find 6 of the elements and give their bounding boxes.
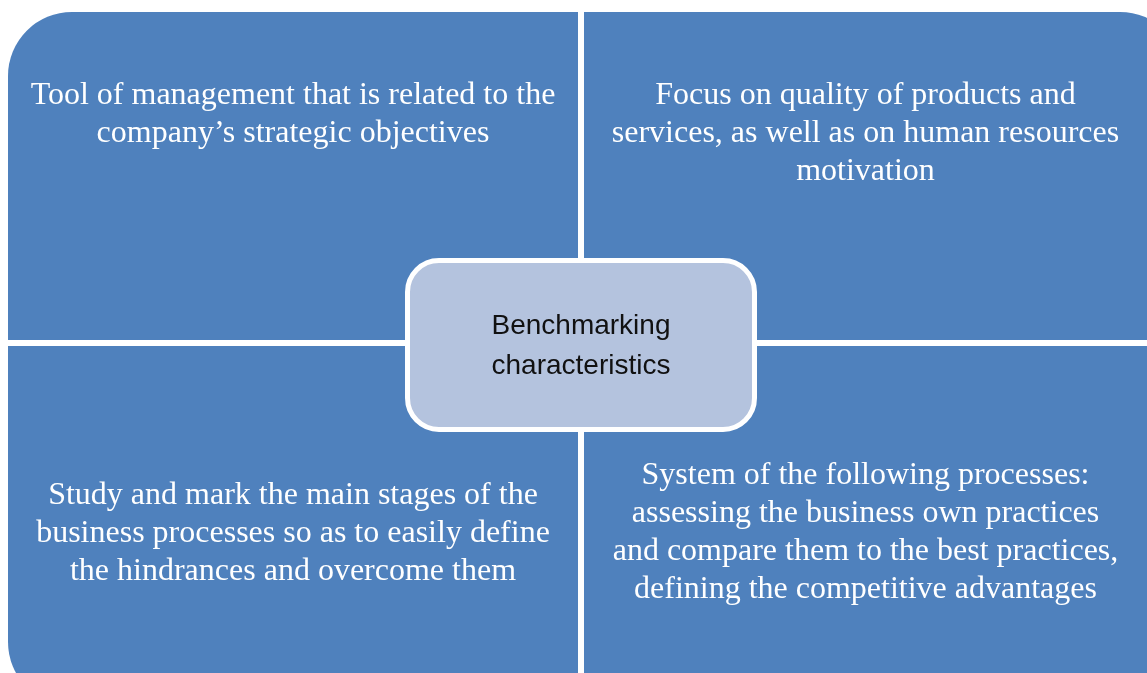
center-box <box>405 258 757 432</box>
node-text: Tool of management that is related to the company’s strategic objectives <box>29 74 557 150</box>
node-text: System of the following processes: assessing the business own practices and compare them to the best practices, defining the competitive advantages <box>611 454 1120 606</box>
node-text: Study and mark the main stages of the business processes so as to easily define the hindrances and overcome them <box>35 474 551 588</box>
node-text: Benchmarking characteristics <box>490 308 672 382</box>
node-text: Focus on quality of products and services, as well as on human resources motivation <box>610 74 1121 188</box>
